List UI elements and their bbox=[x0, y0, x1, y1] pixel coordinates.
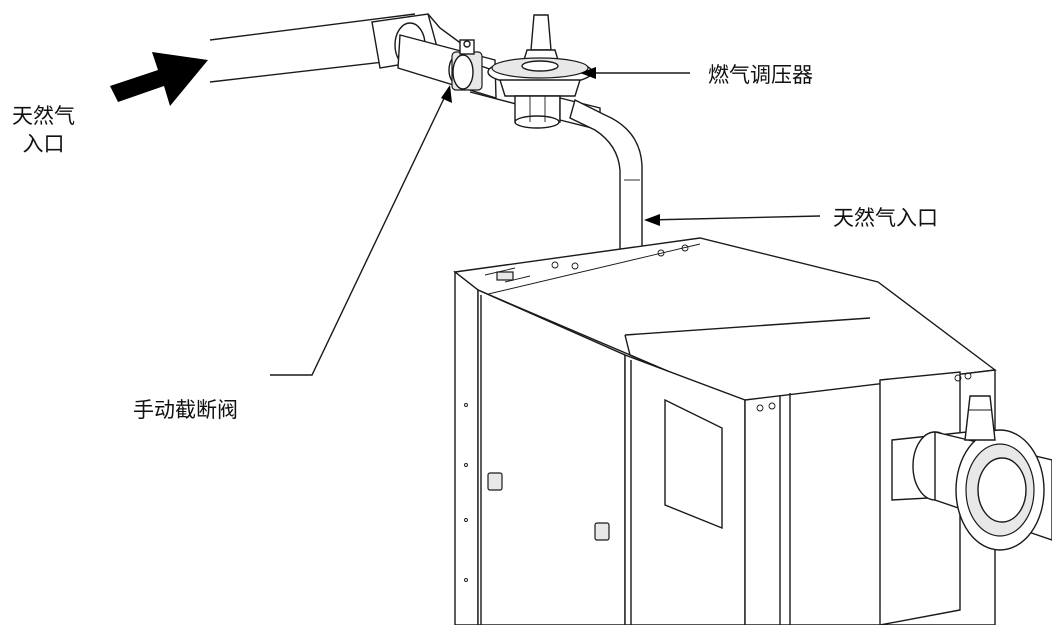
gas-inlet-right-label: 天然气入口 bbox=[833, 206, 938, 230]
leader-arrow-regulator bbox=[580, 67, 596, 79]
boiler-cabinet bbox=[453, 237, 997, 625]
leader-arrow-inlet-right bbox=[644, 214, 660, 226]
manual-shutoff-valve-label: 手动截断阀 bbox=[133, 398, 238, 422]
leader-line-inlet-right bbox=[647, 215, 821, 221]
right-flange-pipe bbox=[891, 395, 1052, 551]
gas-inlet-left-label: 天然气 入口 bbox=[12, 102, 75, 159]
gas-inlet-left-line2: 入口 bbox=[22, 132, 65, 157]
gas-regulator-label: 燃气调压器 bbox=[708, 63, 813, 87]
gas-flow-arrow bbox=[110, 52, 208, 106]
leader-arrow-valve bbox=[441, 85, 452, 103]
leader-line-valve bbox=[270, 89, 449, 376]
manual-shutoff-valve bbox=[451, 39, 483, 91]
gas-inlet-left-line1: 天然气 bbox=[12, 104, 75, 128]
gas-pressure-regulator bbox=[487, 14, 601, 131]
